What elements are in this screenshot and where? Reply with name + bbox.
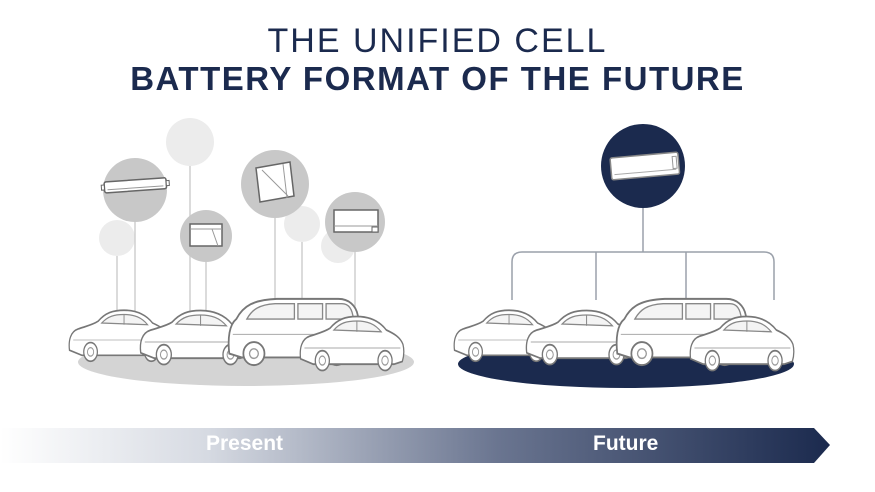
decor-circle: [166, 118, 214, 166]
future-label: Future: [593, 432, 659, 455]
decor-circle: [99, 220, 135, 256]
distribution-tree: [511, 200, 775, 300]
battery-cell-icon: [100, 158, 170, 222]
title-line-2: BATTERY FORMAT OF THE FUTURE: [130, 60, 745, 97]
decor-circle: [284, 206, 320, 242]
battery-cell-icon: [180, 210, 232, 262]
battery-cell-icon: [601, 124, 685, 208]
battery-cell-icon: [325, 192, 385, 252]
present-label: Present: [206, 432, 284, 455]
battery-cell-icon: [241, 150, 309, 218]
title-line-1: THE UNIFIED CELL: [267, 22, 608, 60]
timeline-arrow: [0, 428, 830, 463]
